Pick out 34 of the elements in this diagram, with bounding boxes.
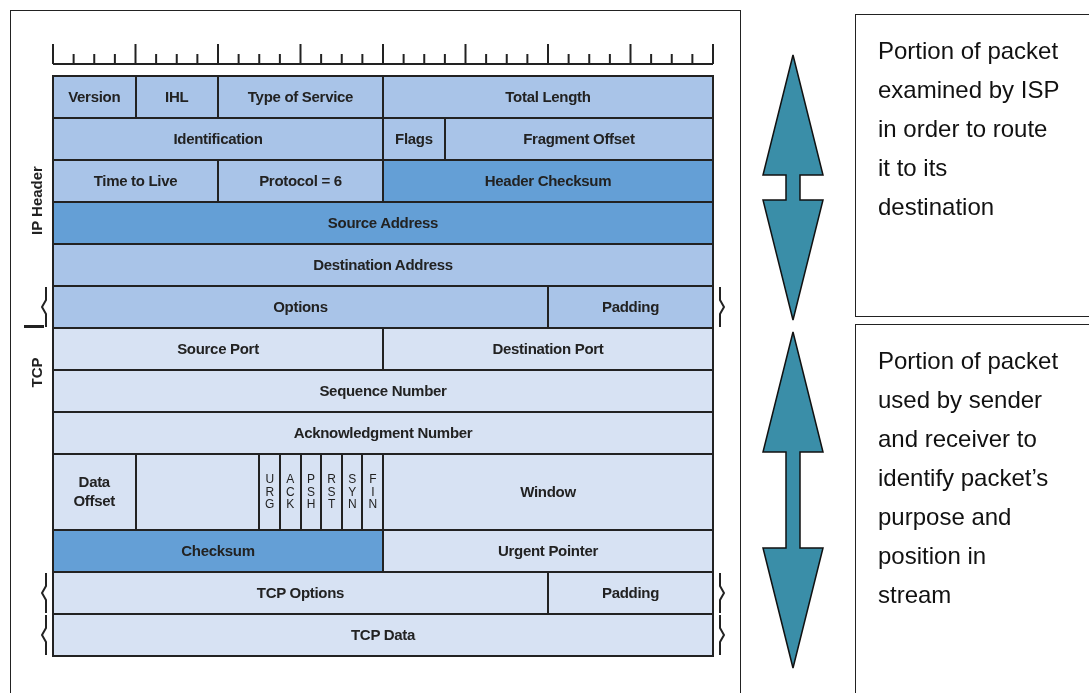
header-field: Options [52, 285, 549, 329]
header-field: Padding [547, 571, 714, 615]
header-field: Destination Port [382, 327, 714, 371]
header-field: Source Address [52, 201, 714, 245]
section-label: TCP [27, 357, 45, 387]
flag-field: RST [320, 453, 343, 531]
reserved-field [134, 453, 261, 531]
header-field: Window [382, 453, 714, 531]
section-label: IP Header [27, 165, 45, 235]
note-text: Portion of packet used by sender and receiver to identify packet’s purpose and position in stream [878, 347, 1059, 608]
header-field: TCP Options [52, 571, 549, 615]
flag-field: URG [258, 453, 281, 531]
header-field: Sequence Number [52, 369, 714, 413]
header-field: Flags [382, 117, 446, 161]
header-field: Version [52, 75, 137, 119]
header-field: Destination Address [52, 243, 714, 287]
header-field: Checksum [52, 529, 384, 573]
note-text: Portion of packet examined by ISP in order to route it to its destination [878, 37, 1059, 220]
header-field: Identification [52, 117, 384, 161]
header-field: Source Port [52, 327, 384, 371]
header-field: IHL [134, 75, 219, 119]
header-field: Urgent Pointer [382, 529, 714, 573]
note-box [855, 324, 1089, 693]
header-field: Padding [547, 285, 714, 329]
header-field: Header Checksum [382, 159, 714, 203]
header-field: Protocol = 6 [217, 159, 384, 203]
header-field: TCP Data [52, 613, 714, 657]
header-field: Total Length [382, 75, 714, 119]
note-box [855, 14, 1089, 317]
header-field: Time to Live [52, 159, 219, 203]
header-field: Fragment Offset [443, 117, 714, 161]
header-field: Type of Service [217, 75, 384, 119]
header-field: Data Offset [52, 453, 137, 531]
header-field: Acknowledgment Number [52, 411, 714, 455]
